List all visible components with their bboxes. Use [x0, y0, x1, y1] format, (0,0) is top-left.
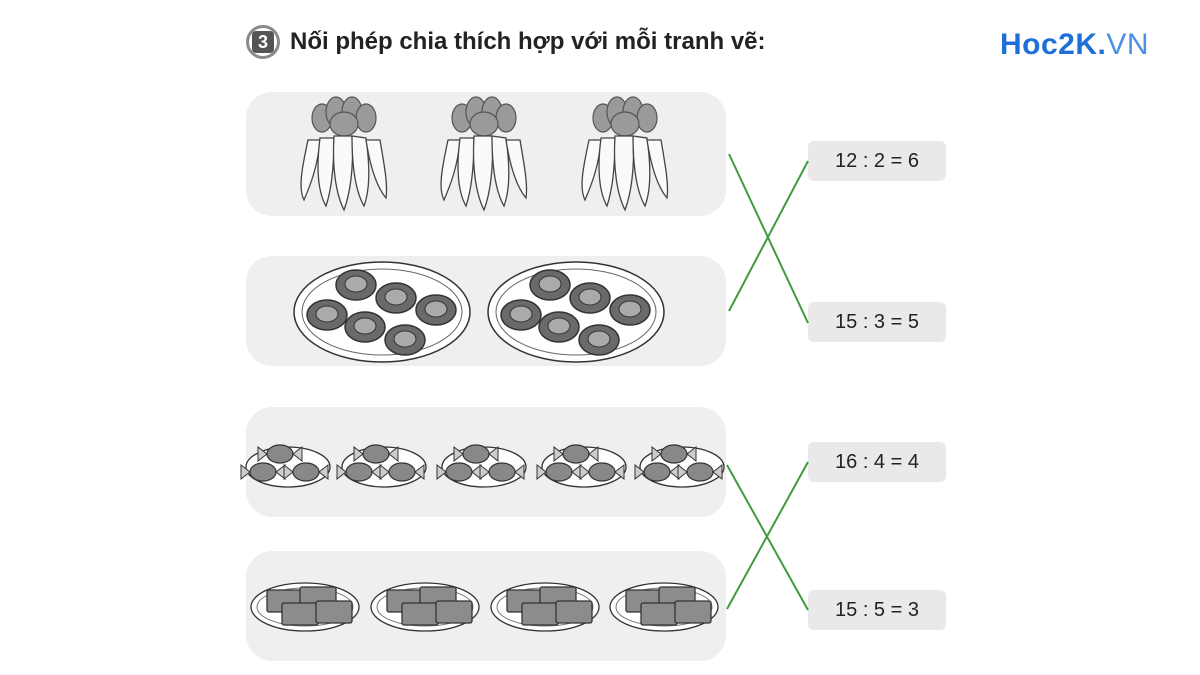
match-line-cakes: [726, 461, 809, 610]
cake-plate-3: [490, 582, 600, 632]
candy-plate-4: [536, 444, 627, 488]
radish-bunch-1: [300, 96, 388, 211]
candy-plate-5: [634, 444, 725, 488]
candy-plate-3: [436, 444, 527, 488]
logo-main: Hoc2K.: [1000, 28, 1107, 61]
equation-box-2[interactable]: 15 : 3 = 5: [808, 302, 946, 342]
equation-box-3[interactable]: 16 : 4 = 4: [808, 442, 946, 482]
cookie-plate-1: [293, 261, 471, 363]
logo-suffix: VN: [1106, 28, 1150, 61]
site-logo[interactable]: Hoc2K.VN: [1000, 28, 1149, 62]
cake-plate-2: [370, 582, 480, 632]
cake-plate-4: [609, 582, 719, 632]
match-line-cookies: [728, 160, 809, 312]
radish-bunch-2: [440, 96, 528, 211]
cookie-plate-2: [487, 261, 665, 363]
exercise-title: Nối phép chia thích hợp với mỗi tranh vẽ…: [290, 28, 766, 55]
equation-box-4[interactable]: 15 : 5 = 3: [808, 590, 946, 630]
candy-plate-1: [240, 444, 331, 488]
radish-bunch-3: [581, 96, 669, 211]
equation-box-1[interactable]: 12 : 2 = 6: [808, 141, 946, 181]
cake-plate-1: [250, 582, 360, 632]
exercise-header: 3 Nối phép chia thích hợp với mỗi tranh …: [246, 20, 766, 64]
exercise-number: 3: [252, 31, 274, 53]
exercise-number-badge: 3: [246, 25, 280, 59]
candy-plate-2: [336, 444, 427, 488]
match-line-radishes: [728, 153, 809, 324]
